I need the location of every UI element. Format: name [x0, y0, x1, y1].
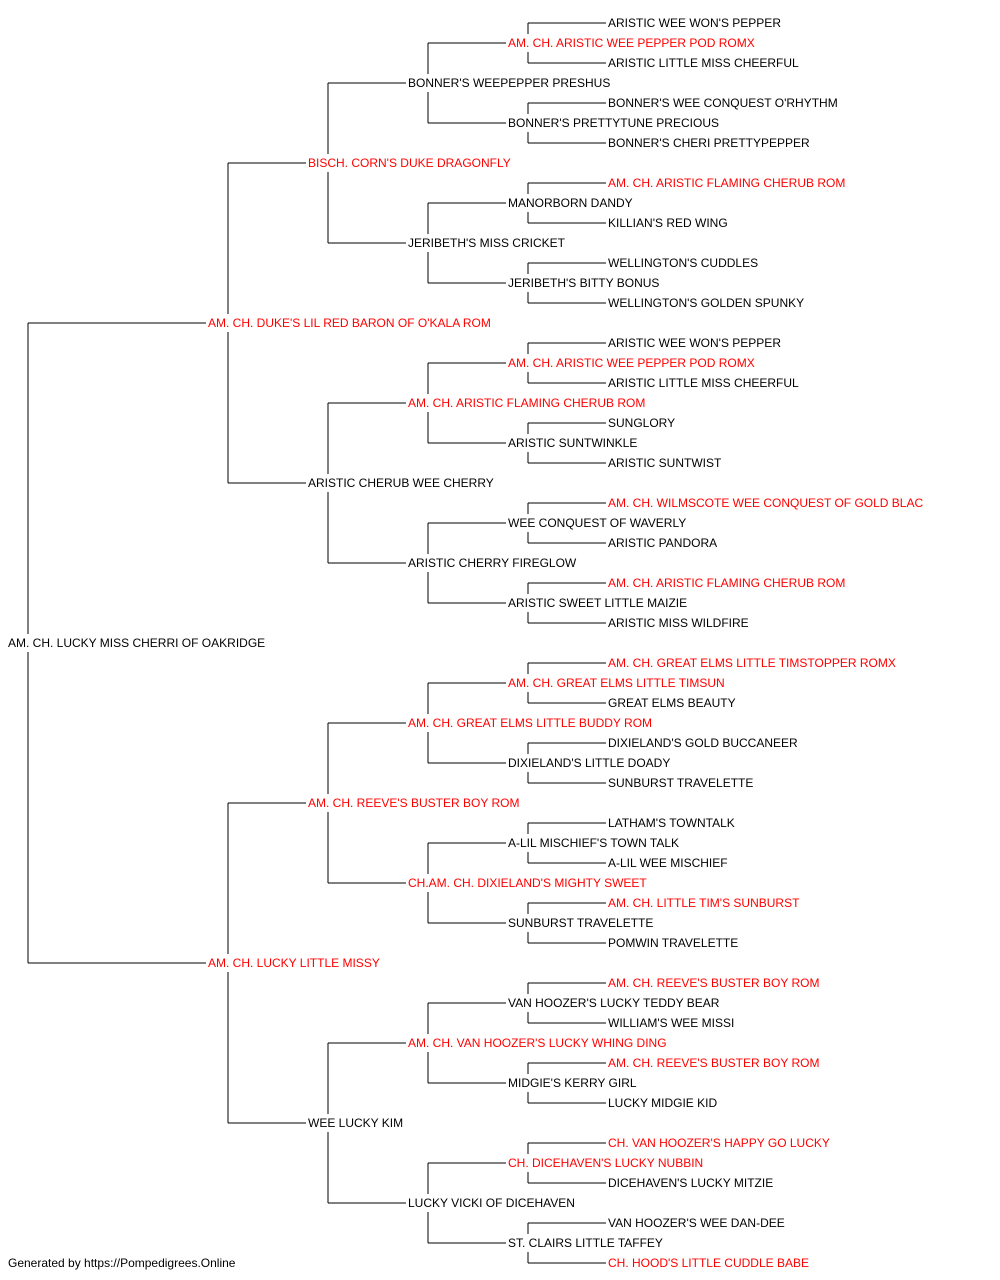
pedigree-entry: POMWIN TRAVELETTE — [608, 936, 738, 950]
pedigree-entry-champion: AM. CH. LITTLE TIM'S SUNBURST — [608, 896, 800, 910]
pedigree-entry: BONNER'S WEEPEPPER PRESHUS — [408, 76, 610, 90]
pedigree-entry: ARISTIC CHERRY FIREGLOW — [408, 556, 577, 570]
pedigree-entry: VAN HOOZER'S LUCKY TEDDY BEAR — [508, 996, 720, 1010]
pedigree-entry-champion: AM. CH. ARISTIC FLAMING CHERUB ROM — [408, 396, 645, 410]
pedigree-entry: WEE CONQUEST OF WAVERLY — [508, 516, 686, 530]
pedigree-entry: KILLIAN'S RED WING — [608, 216, 728, 230]
pedigree-entry: ARISTIC LITTLE MISS CHEERFUL — [608, 56, 799, 70]
pedigree-entry: ARISTIC WEE WON'S PEPPER — [608, 16, 781, 30]
pedigree-entry: SUNBURST TRAVELETTE — [508, 916, 653, 930]
pedigree-entry-champion: AM. CH. ARISTIC WEE PEPPER POD ROMX — [508, 356, 755, 370]
pedigree-entry: MIDGIE'S KERRY GIRL — [508, 1076, 637, 1090]
pedigree-entry: ARISTIC LITTLE MISS CHEERFUL — [608, 376, 799, 390]
pedigree-entry: LUCKY VICKI OF DICEHAVEN — [408, 1196, 575, 1210]
pedigree-entry: A-LIL WEE MISCHIEF — [608, 856, 728, 870]
pedigree-entry-champion: AM. CH. ARISTIC WEE PEPPER POD ROMX — [508, 36, 755, 50]
pedigree-entry: ST. CLAIRS LITTLE TAFFEY — [508, 1236, 663, 1250]
pedigree-entry-champion: AM. CH. ARISTIC FLAMING CHERUB ROM — [608, 176, 845, 190]
pedigree-entry: DIXIELAND'S GOLD BUCCANEER — [608, 736, 798, 750]
pedigree-entry-champion: CH. VAN HOOZER'S HAPPY GO LUCKY — [608, 1136, 830, 1150]
pedigree-entry: SUNGLORY — [608, 416, 675, 430]
pedigree-entry: SUNBURST TRAVELETTE — [608, 776, 753, 790]
pedigree-entry: BONNER'S PRETTYTUNE PRECIOUS — [508, 116, 719, 130]
pedigree-entry: LATHAM'S TOWNTALK — [608, 816, 735, 830]
pedigree-entry: ARISTIC SUNTWINKLE — [508, 436, 637, 450]
pedigree-entry: ARISTIC SUNTWIST — [608, 456, 722, 470]
pedigree-entry: DICEHAVEN'S LUCKY MITZIE — [608, 1176, 773, 1190]
pedigree-entry-champion: CH.AM. CH. DIXIELAND'S MIGHTY SWEET — [408, 876, 647, 890]
pedigree-entry: WEE LUCKY KIM — [308, 1116, 403, 1130]
pedigree-entry: ARISTIC CHERUB WEE CHERRY — [308, 476, 494, 490]
pedigree-entry-champion: AM. CH. WILMSCOTE WEE CONQUEST OF GOLD B… — [608, 496, 923, 510]
pedigree-entry: WILLIAM'S WEE MISSI — [608, 1016, 734, 1030]
pedigree-entry-champion: AM. CH. VAN HOOZER'S LUCKY WHING DING — [408, 1036, 667, 1050]
pedigree-entry: ARISTIC MISS WILDFIRE — [608, 616, 749, 630]
pedigree-entry: MANORBORN DANDY — [508, 196, 633, 210]
pedigree-entry-champion: AM. CH. GREAT ELMS LITTLE BUDDY ROM — [408, 716, 652, 730]
pedigree-entry-champion: AM. CH. LUCKY LITTLE MISSY — [208, 956, 380, 970]
pedigree-entry: ARISTIC WEE WON'S PEPPER — [608, 336, 781, 350]
pedigree-entry: JERIBETH'S MISS CRICKET — [408, 236, 566, 250]
pedigree-entry: ARISTIC SWEET LITTLE MAIZIE — [508, 596, 687, 610]
pedigree-entry-champion: AM. CH. GREAT ELMS LITTLE TIMSTOPPER ROM… — [608, 656, 896, 670]
pedigree-entry: WELLINGTON'S GOLDEN SPUNKY — [608, 296, 804, 310]
pedigree-entry: A-LIL MISCHIEF'S TOWN TALK — [508, 836, 679, 850]
pedigree-entry-champion: AM. CH. REEVE'S BUSTER BOY ROM — [608, 976, 819, 990]
pedigree-entry: DIXIELAND'S LITTLE DOADY — [508, 756, 670, 770]
pedigree-entry: LUCKY MIDGIE KID — [608, 1096, 717, 1110]
pedigree-entry-champion: AM. CH. REEVE'S BUSTER BOY ROM — [608, 1056, 819, 1070]
pedigree-entry: VAN HOOZER'S WEE DAN-DEE — [608, 1216, 785, 1230]
footer-credit: Generated by https://Pompedigrees.Online — [8, 1256, 236, 1270]
pedigree-entry: BONNER'S WEE CONQUEST O'RHYTHM — [608, 96, 838, 110]
pedigree-entry-champion: BISCH. CORN'S DUKE DRAGONFLY — [308, 156, 511, 170]
pedigree-entry-champion: CH. DICEHAVEN'S LUCKY NUBBIN — [508, 1156, 703, 1170]
pedigree-entry: WELLINGTON'S CUDDLES — [608, 256, 758, 270]
pedigree-entry-champion: AM. CH. REEVE'S BUSTER BOY ROM — [308, 796, 519, 810]
pedigree-entry-champion: AM. CH. GREAT ELMS LITTLE TIMSUN — [508, 676, 725, 690]
pedigree-entry: JERIBETH'S BITTY BONUS — [508, 276, 659, 290]
pedigree-entry-champion: CH. HOOD'S LITTLE CUDDLE BABE — [608, 1256, 809, 1270]
pedigree-entry: BONNER'S CHERI PRETTYPEPPER — [608, 136, 810, 150]
pedigree-entry: AM. CH. LUCKY MISS CHERRI OF OAKRIDGE — [8, 636, 265, 650]
pedigree-entry-champion: AM. CH. ARISTIC FLAMING CHERUB ROM — [608, 576, 845, 590]
pedigree-entry: GREAT ELMS BEAUTY — [608, 696, 736, 710]
pedigree-entry-champion: AM. CH. DUKE'S LIL RED BARON OF O'KALA R… — [208, 316, 491, 330]
pedigree-entry: ARISTIC PANDORA — [608, 536, 717, 550]
